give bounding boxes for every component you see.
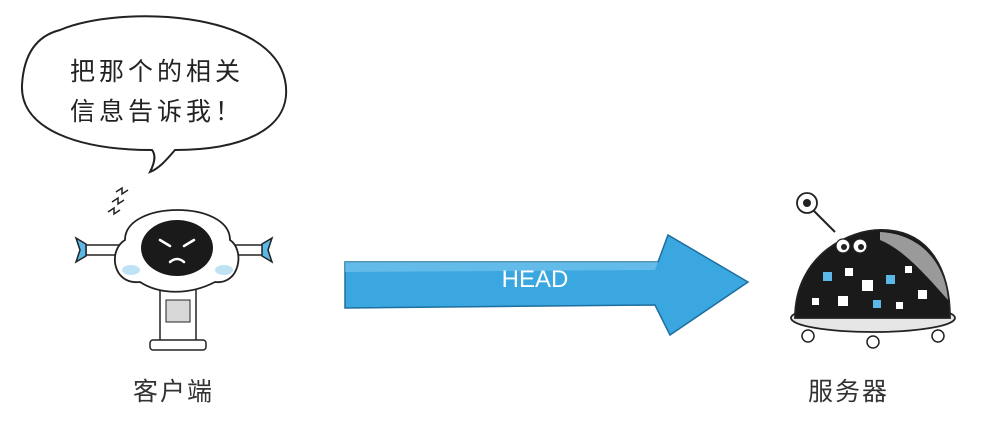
request-arrow: [344, 233, 750, 337]
speech-bubble-text: 把那个的相关 信息告诉我！: [69, 57, 244, 126]
client-label: 客户端: [133, 377, 215, 406]
speech-bubble: [20, 15, 288, 174]
request-method-label: HEAD: [501, 266, 569, 293]
server-robot: [790, 192, 956, 349]
dizzy-mark-icon: [107, 206, 121, 216]
server-label: 服务器: [808, 377, 890, 406]
client-robot: [74, 186, 274, 351]
